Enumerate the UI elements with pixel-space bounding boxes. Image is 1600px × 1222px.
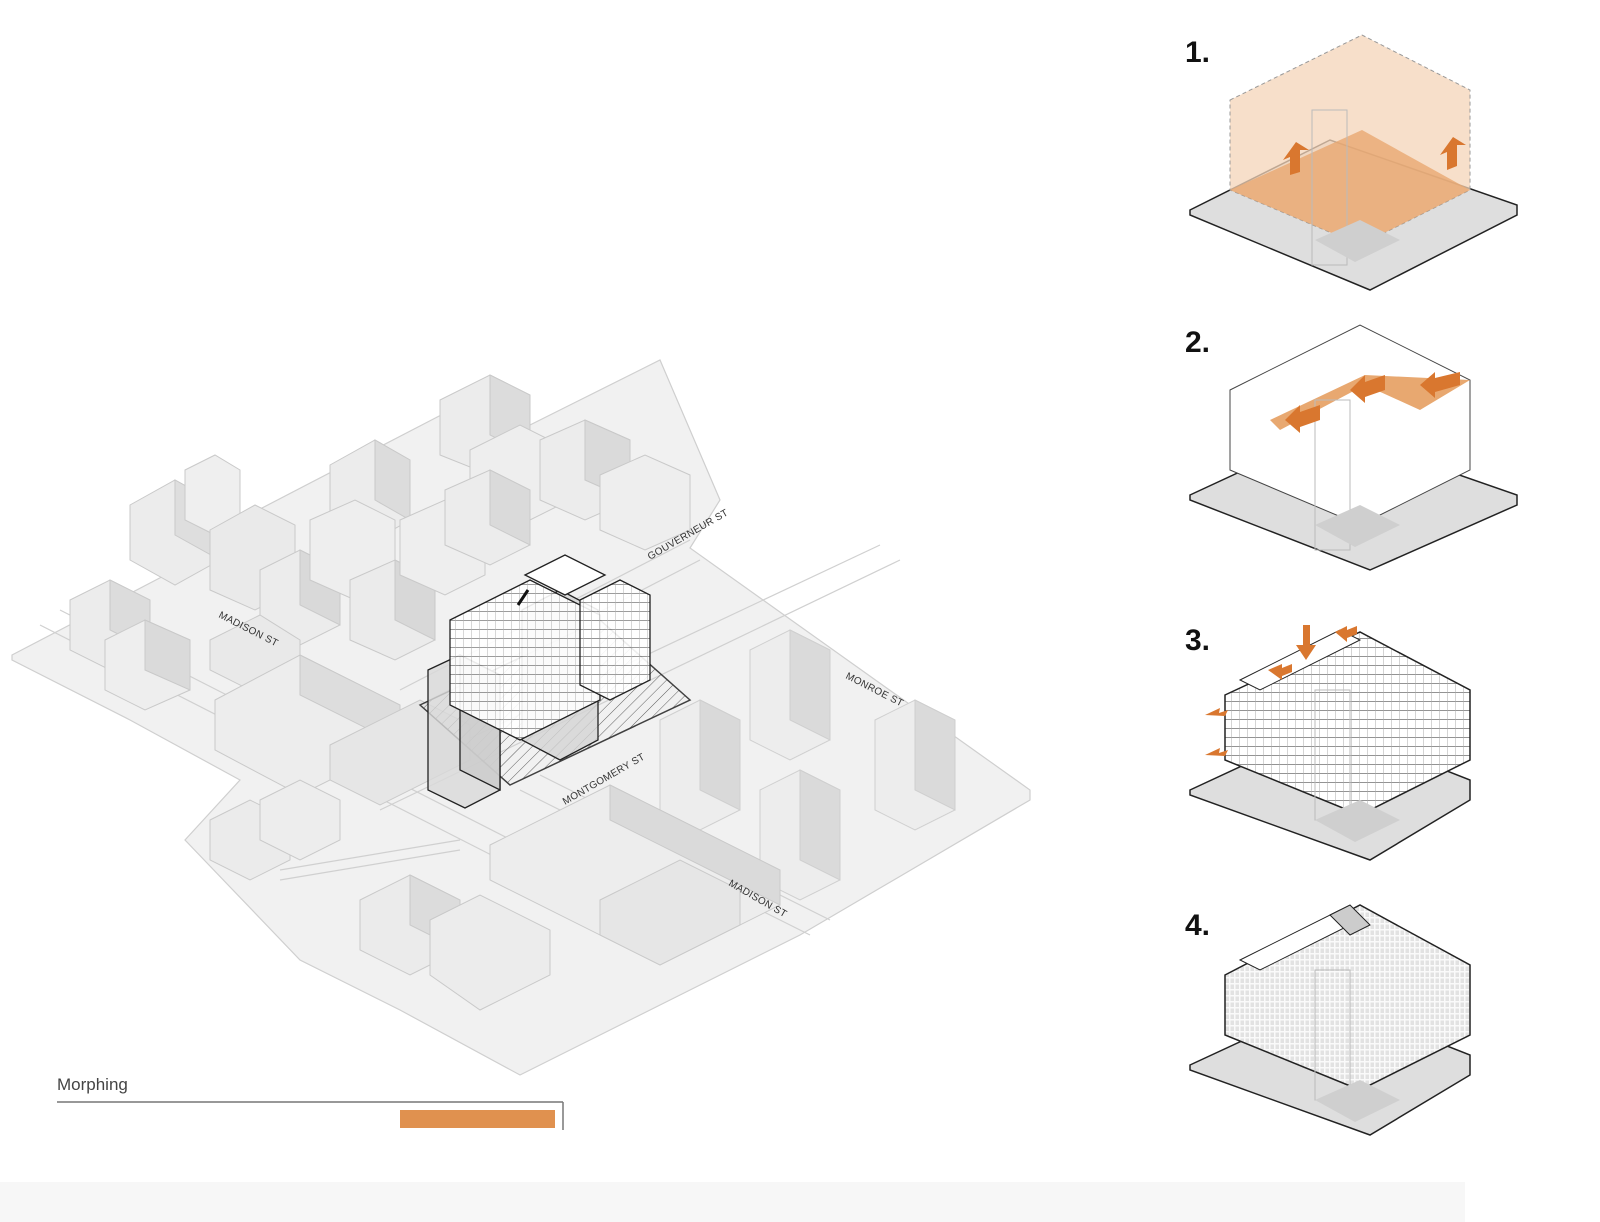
footer-band bbox=[0, 1182, 1465, 1222]
step-number-4: 4. bbox=[1185, 909, 1210, 942]
slab-east bbox=[579, 579, 651, 701]
arrow-up-icon bbox=[1283, 137, 1466, 175]
row-houses-south bbox=[209, 779, 781, 1011]
step-3: 3. bbox=[1185, 624, 1471, 861]
arrow-down-icon bbox=[1205, 625, 1357, 756]
step-4: 4. bbox=[1185, 904, 1471, 1136]
site-map: GOUVERNEUR ST MADISON ST MONROE ST MONTG… bbox=[11, 359, 1031, 1076]
legend-label: Morphing bbox=[57, 1075, 128, 1094]
roof-top bbox=[523, 554, 607, 596]
legend: Morphing bbox=[57, 1075, 564, 1130]
low-rise-west bbox=[209, 614, 471, 806]
arrow-left-icon bbox=[1285, 372, 1460, 433]
step-number-3: 3. bbox=[1185, 624, 1210, 657]
slab-north bbox=[449, 579, 601, 741]
step-1: 1. bbox=[1185, 34, 1518, 291]
step-number-2: 2. bbox=[1185, 326, 1210, 359]
proposed-building bbox=[427, 554, 651, 809]
residential-blocks-north bbox=[69, 374, 691, 711]
morphing-progress-bar bbox=[400, 1110, 555, 1128]
step-number-1: 1. bbox=[1185, 36, 1210, 69]
towers-east bbox=[659, 629, 956, 901]
step-2: 2. bbox=[1185, 324, 1518, 571]
